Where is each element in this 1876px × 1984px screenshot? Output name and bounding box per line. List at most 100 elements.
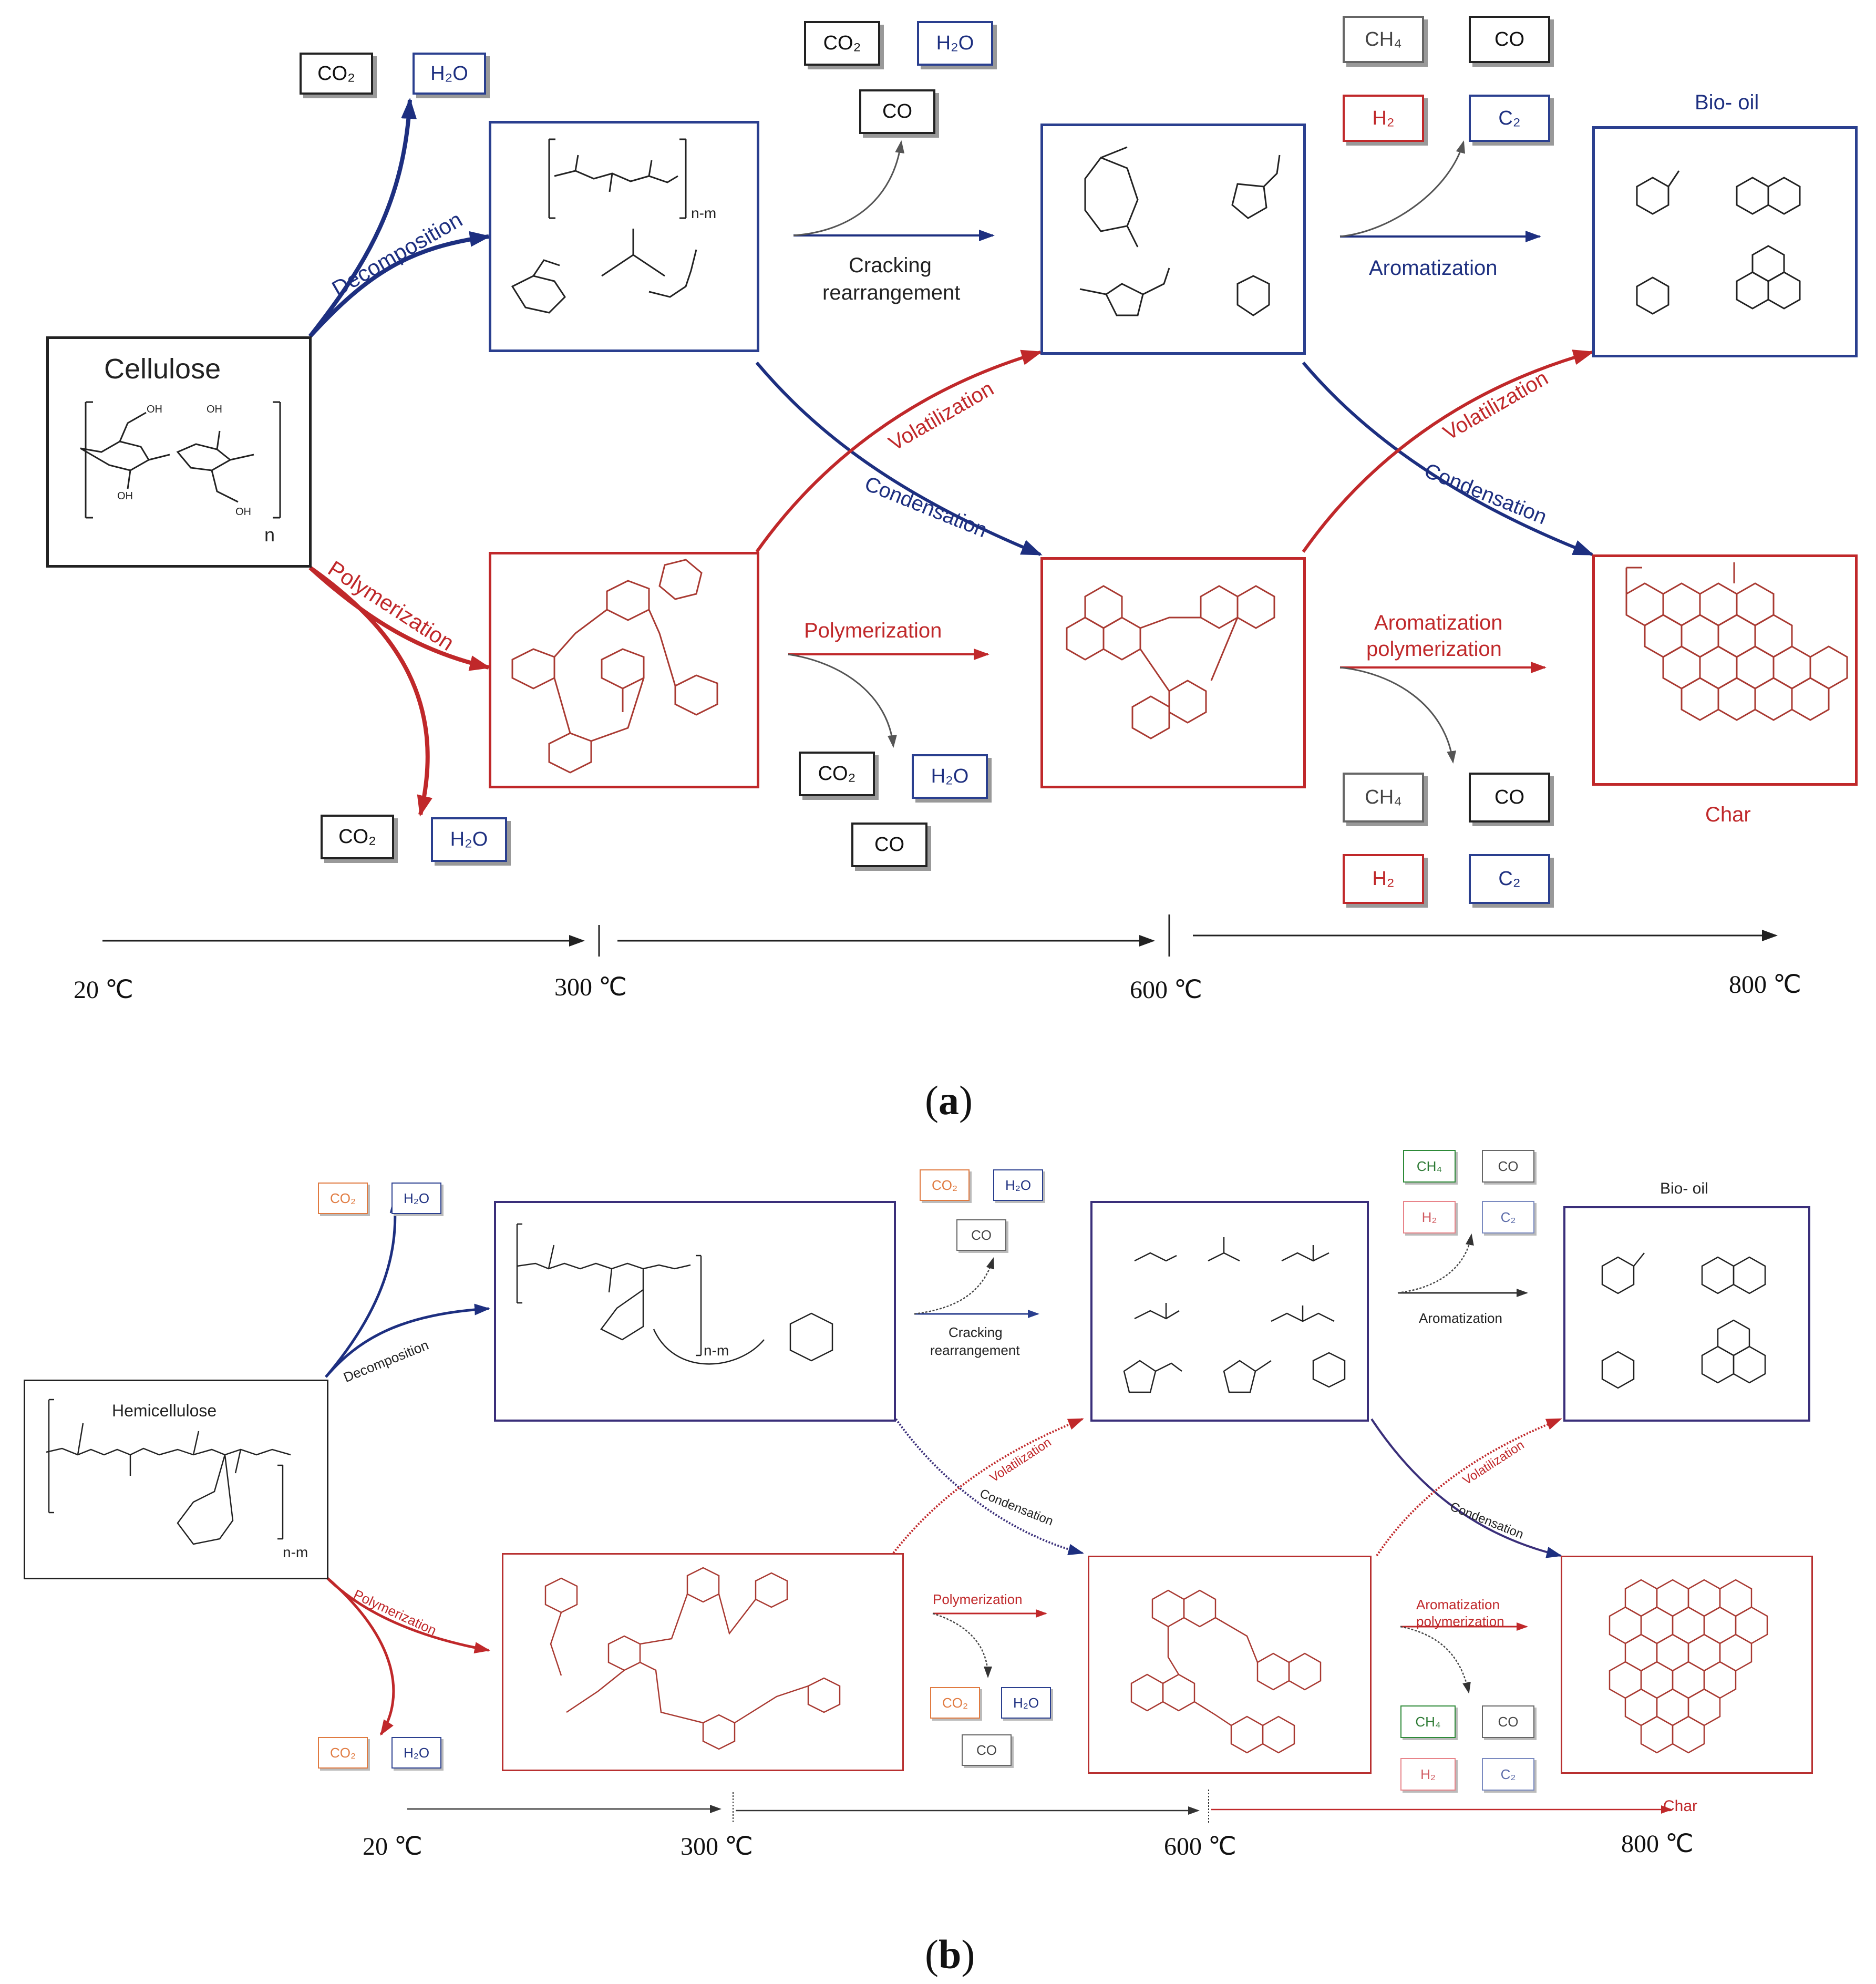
char-box: Char — [1592, 554, 1858, 825]
n-label: n — [264, 524, 275, 546]
cellulose-structure: n OH OH OH OH — [80, 401, 281, 546]
temperature-label: 300 ℃ — [681, 1833, 753, 1860]
decomposition-products-box: n-m — [494, 1201, 896, 1422]
gas-h2o: H₂O — [391, 1737, 441, 1769]
polymerization-mid-label: Polymerization — [933, 1591, 1023, 1607]
n-m-label: n-m — [283, 1544, 308, 1560]
gas-co: CO — [1482, 1150, 1534, 1183]
gas-h2: H₂ — [1403, 1201, 1456, 1233]
gas-ch4: CH₄ — [1400, 1705, 1456, 1738]
polymer-box — [502, 1553, 904, 1771]
gas-h2: H₂ — [1343, 854, 1424, 904]
panel-b-letter: b — [938, 1931, 962, 1977]
char-structure — [1609, 1579, 1768, 1754]
svg-text:OH: OH — [147, 404, 162, 415]
arom-poly-label-1: Aromatization — [1374, 611, 1503, 634]
char-title: Char — [1663, 1797, 1698, 1815]
svg-text:OH: OH — [235, 506, 251, 518]
panel-a-connectors — [102, 98, 1778, 957]
condensed-aromatics-box — [1040, 557, 1306, 788]
cracking-label-2: rearrangement — [822, 281, 961, 304]
char-title: Char — [1705, 803, 1751, 826]
cracking-label-1: Cracking — [849, 254, 932, 277]
bio-oil-box: Bio- oil — [1592, 92, 1858, 357]
svg-text:OH: OH — [207, 404, 222, 415]
polymerization-mid-label: Polymerization — [804, 619, 942, 642]
condensed-structure — [1130, 1589, 1322, 1754]
gas-co: CO — [859, 89, 935, 134]
gas-co2: CO₂ — [321, 815, 394, 859]
n-m-label: n-m — [691, 205, 716, 221]
xylose-structures: n-m — [516, 1223, 833, 1365]
cracking-label-2: rearrangement — [930, 1342, 1020, 1358]
gas-co: CO — [1482, 1705, 1534, 1738]
polymer-box — [489, 552, 759, 788]
gas-h2o: H₂O — [1001, 1687, 1051, 1719]
gas-c2: C₂ — [1469, 95, 1550, 142]
char-structure — [1625, 562, 1848, 721]
gas-h2: H₂ — [1400, 1758, 1456, 1791]
temperature-label: 600 ℃ — [1164, 1833, 1236, 1860]
bio-oil-title: Bio- oil — [1660, 1180, 1708, 1197]
panel-b-hemicellulose-pyrolysis: Hemicellulose n-m n-m — [0, 1135, 1876, 1913]
gas-h2o: H₂O — [912, 754, 988, 799]
hemicellulose-title: Hemicellulose — [112, 1401, 217, 1420]
gas-h2o: H₂O — [431, 817, 507, 862]
gas-co2: CO₂ — [300, 53, 373, 95]
char-box — [1561, 1556, 1813, 1774]
gas-ch4: CH₄ — [1343, 16, 1424, 63]
gas-co: CO — [851, 823, 927, 867]
arom-poly-label-2: polymerization — [1416, 1613, 1504, 1629]
condensed-structure — [1066, 585, 1275, 739]
levoglucosan-structures: n-m — [511, 138, 716, 314]
n-m-label: n-m — [704, 1342, 729, 1359]
temperature-label: 800 ℃ — [1621, 1830, 1694, 1858]
gas-co2: CO₂ — [318, 1737, 368, 1769]
panel-a-cellulose-pyrolysis: Cellulose n OH OH OH OH — [46, 16, 1858, 1003]
hemicellulose-structure: n-m — [46, 1399, 308, 1560]
bio-oil-title: Bio- oil — [1695, 91, 1759, 114]
gas-ch4: CH₄ — [1403, 1150, 1456, 1183]
cracking-label-1: Cracking — [949, 1324, 1003, 1340]
small-oxygenates-structures — [1123, 1237, 1346, 1393]
panel-a-letter: a — [938, 1077, 959, 1123]
gas-h2o: H₂O — [391, 1183, 441, 1214]
arom-poly-label-2: polymerization — [1366, 638, 1502, 661]
gas-co: CO — [956, 1219, 1006, 1251]
gas-co: CO — [1469, 773, 1550, 823]
gas-h2o: H₂O — [993, 1169, 1043, 1201]
gas-h2o: H₂O — [917, 21, 993, 66]
hemicellulose-box: Hemicellulose n-m — [24, 1380, 328, 1579]
gas-c2: C₂ — [1482, 1758, 1534, 1791]
temperature-label: 20 ℃ — [363, 1833, 422, 1860]
aromatization-label: Aromatization — [1419, 1310, 1502, 1326]
gas-ch4: CH₄ — [1343, 773, 1424, 823]
gas-co2: CO₂ — [799, 752, 875, 796]
gas-co: CO — [962, 1734, 1012, 1766]
decomposition-products-box: n-m — [489, 121, 759, 352]
gas-co: CO — [1469, 16, 1550, 63]
volatiles-box — [1090, 1201, 1369, 1422]
gas-c2: C₂ — [1482, 1201, 1534, 1233]
gas-co2: CO₂ — [804, 21, 880, 66]
gas-h2: H₂ — [1343, 95, 1424, 142]
aromatic-structures — [1636, 170, 1801, 315]
polymer-structure — [511, 559, 718, 774]
gas-co2: CO₂ — [920, 1169, 970, 1201]
cellulose-box: Cellulose n OH OH OH OH — [46, 336, 312, 568]
arom-poly-label-1: Aromatization — [1416, 1597, 1500, 1612]
aromatization-label: Aromatization — [1369, 256, 1498, 280]
volatiles-box — [1040, 124, 1306, 355]
svg-text:OH: OH — [117, 490, 133, 502]
polymer-structure — [544, 1567, 841, 1750]
gas-co2: CO₂ — [318, 1183, 368, 1214]
panel-b-label: (b) — [925, 1931, 975, 1977]
bio-oil-box: Bio- oil — [1563, 1181, 1810, 1422]
gas-h2o: H₂O — [413, 53, 486, 95]
cellulose-title: Cellulose — [104, 353, 221, 385]
gas-co2: CO₂ — [930, 1687, 980, 1719]
condensed-aromatics-box — [1088, 1556, 1372, 1774]
panel-a-label: (a) — [925, 1077, 973, 1123]
furan-structures — [1079, 146, 1281, 316]
panel-b-connectors — [325, 1197, 1673, 1824]
